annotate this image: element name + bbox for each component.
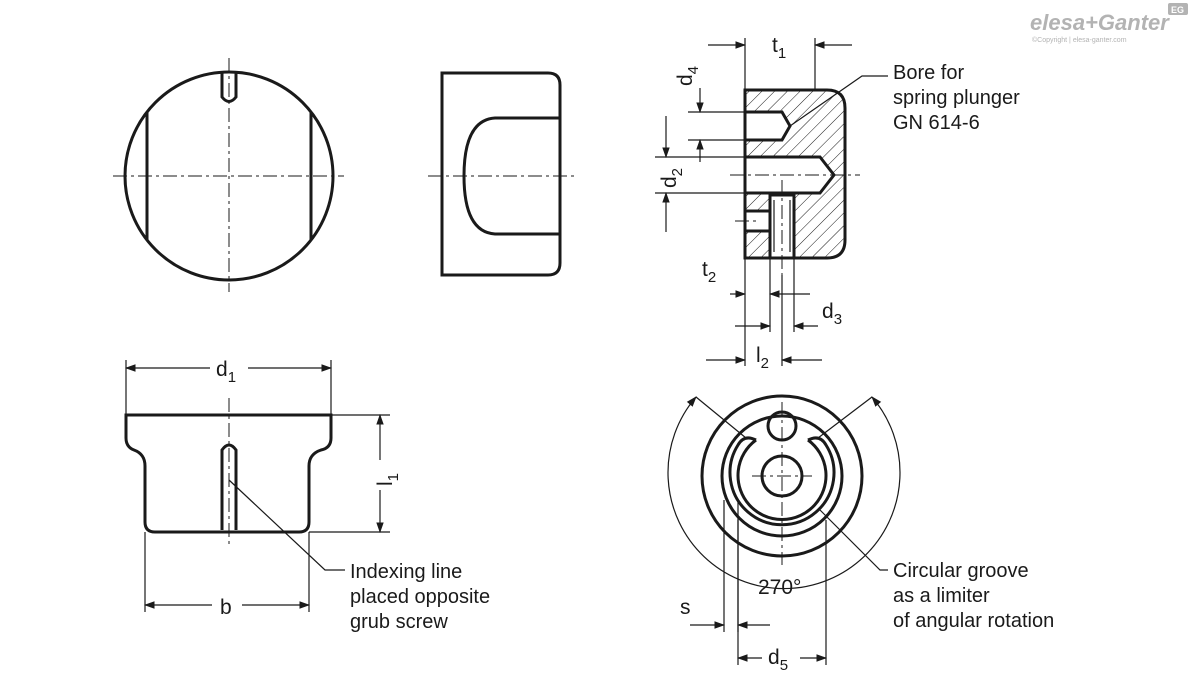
label-l2: l2 bbox=[756, 344, 769, 372]
brand-badge: EG bbox=[1171, 5, 1184, 15]
callout-groove-line3: of angular rotation bbox=[893, 610, 1054, 632]
copyright-text: ©Copyright | elesa-ganter.com bbox=[1032, 36, 1127, 44]
front-view bbox=[113, 58, 344, 292]
callout-bore-line1: Bore for bbox=[893, 62, 964, 84]
callout-indexing-line2: placed opposite bbox=[350, 586, 490, 608]
callout-groove-line2: as a limiter bbox=[893, 585, 990, 607]
callout-indexing-line1: Indexing line bbox=[350, 561, 462, 583]
label-d2: d2 bbox=[658, 168, 686, 188]
side-view bbox=[428, 71, 574, 277]
callout-groove: Circular groove as a limiter of angular … bbox=[893, 560, 1054, 632]
svg-text:elesa+Ganter: elesa+Ganter bbox=[1030, 10, 1170, 35]
elevation-view bbox=[124, 398, 333, 548]
label-t1: t1 bbox=[772, 34, 786, 62]
dimension-lines bbox=[124, 38, 852, 665]
callout-bore-line2: spring plunger bbox=[893, 87, 1020, 109]
section-view bbox=[730, 88, 860, 275]
label-d5: d5 bbox=[768, 646, 788, 674]
callout-indexing: Indexing line placed opposite grub screw bbox=[350, 561, 490, 633]
leader-lines bbox=[228, 75, 888, 571]
callout-indexing-line3: grub screw bbox=[350, 611, 448, 633]
brand-logo: elesa+Ganter EG ©Copyright | elesa-gante… bbox=[1030, 3, 1188, 44]
dimension-labels: t1 d4 d2 t2 d3 l2 d1 l1 b s d5 270° bbox=[216, 34, 842, 674]
callout-bore: Bore for spring plunger GN 614-6 bbox=[893, 62, 1020, 134]
label-d4: d4 bbox=[674, 66, 702, 86]
label-s: s bbox=[680, 596, 691, 619]
label-angle: 270° bbox=[758, 576, 801, 599]
callout-bore-line3: GN 614-6 bbox=[893, 112, 980, 134]
bottom-view bbox=[667, 394, 901, 590]
label-d3: d3 bbox=[822, 300, 842, 328]
label-l1: l1 bbox=[374, 473, 402, 486]
label-b: b bbox=[220, 596, 232, 619]
label-t2: t2 bbox=[702, 258, 716, 286]
label-d1: d1 bbox=[216, 358, 236, 386]
callout-groove-line1: Circular groove bbox=[893, 560, 1029, 582]
